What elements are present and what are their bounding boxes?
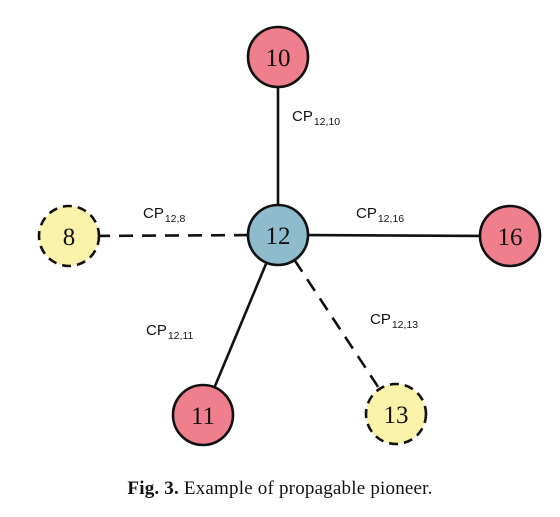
edge-12-8 [98, 233, 249, 238]
node-11: 11 [171, 383, 235, 447]
caption-text: Example of propagable pioneer. [183, 478, 433, 499]
node-8-circle [37, 204, 101, 268]
node-10: 10 [246, 25, 310, 89]
caption-figure-number: Fig. 3. [127, 478, 179, 499]
node-11-label: 11 [191, 403, 215, 430]
edge-12-11 [213, 262, 268, 388]
edge-label-12-16: CP12,16 [356, 205, 404, 225]
edge-label-12-10: CP12,10 [292, 108, 340, 128]
nodes-layer: 12 10 16 11 8 13 [37, 25, 542, 447]
node-12-circle [246, 203, 310, 267]
edge-label-12-8: CP12,8 [143, 205, 185, 225]
node-12: 12 [246, 203, 310, 267]
node-10-circle [246, 25, 310, 89]
node-16-label: 16 [498, 224, 523, 251]
node-12-label: 12 [266, 223, 291, 250]
edges-layer [98, 87, 481, 390]
node-16: 16 [478, 204, 542, 268]
node-8-label: 8 [63, 224, 76, 251]
edge-label-12-13: CP12,13 [370, 311, 418, 331]
node-13-label: 13 [384, 402, 409, 429]
node-10-label: 10 [266, 45, 291, 72]
figure-caption: Fig. 3. Example of propagable pioneer. [0, 478, 560, 500]
node-11-circle [171, 383, 235, 447]
node-13: 13 [364, 382, 428, 446]
edge-12-16 [307, 233, 481, 238]
node-13-circle [364, 382, 428, 446]
edge-12-13 [293, 259, 381, 390]
node-8: 8 [37, 204, 101, 268]
node-16-circle [478, 204, 542, 268]
edge-label-12-11: CP12,11 [146, 322, 194, 342]
